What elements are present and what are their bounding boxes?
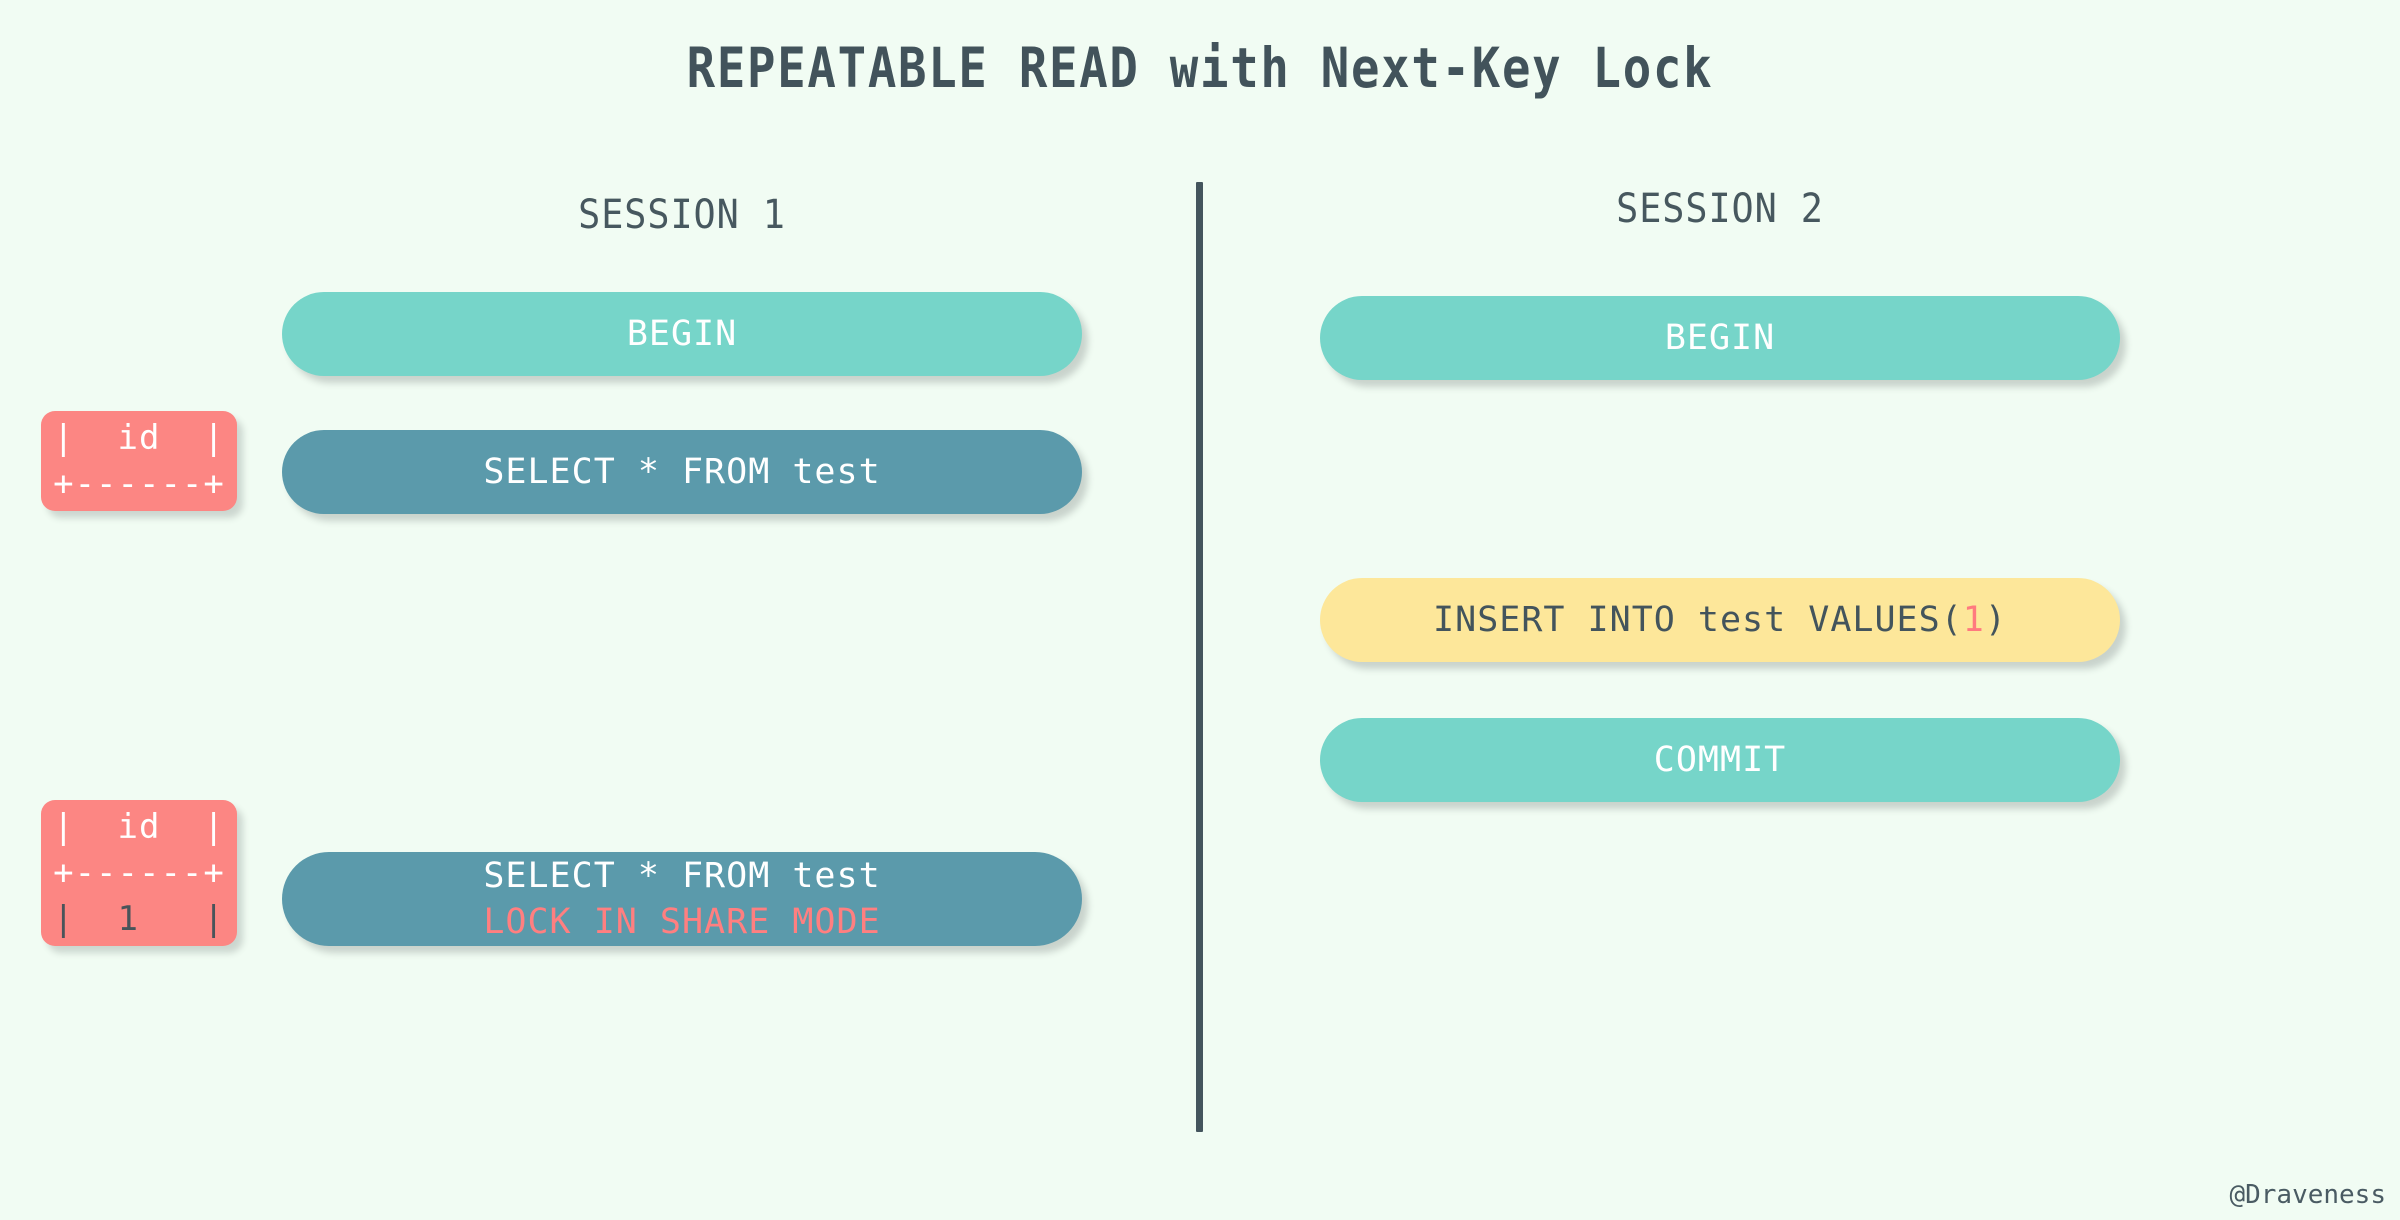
insert-value: 1 bbox=[1962, 600, 1985, 640]
statement-text: COMMIT bbox=[1653, 740, 1787, 780]
session-2-begin-statement[interactable]: BEGIN bbox=[1320, 296, 2120, 380]
result-row: | 1 | bbox=[53, 899, 225, 939]
result-row: +------+ bbox=[53, 464, 225, 504]
statement-text: SELECT * FROM test bbox=[483, 452, 881, 492]
session-1-select-statement[interactable]: SELECT * FROM test bbox=[282, 430, 1082, 514]
session-1-result-with-row: | id | +------+ | 1 | bbox=[41, 800, 237, 946]
statement-text: BEGIN bbox=[626, 314, 738, 354]
insert-suffix: ) bbox=[1984, 600, 2007, 640]
statement-text: INSERT INTO test VALUES(1) bbox=[1433, 597, 2007, 643]
result-row: | id | bbox=[53, 807, 225, 847]
result-row: | id | bbox=[53, 418, 225, 458]
author-watermark: @Draveness bbox=[2229, 1180, 2386, 1210]
page-title: REPEATABLE READ with Next-Key Lock bbox=[686, 36, 1714, 100]
statement-text-line1: SELECT * FROM test bbox=[483, 856, 881, 896]
session-2-commit-statement[interactable]: COMMIT bbox=[1320, 718, 2120, 802]
session-2-header: SESSION 2 bbox=[1616, 186, 1824, 232]
session-1-result-empty: | id | +------+ bbox=[41, 411, 237, 511]
session-divider bbox=[1196, 182, 1203, 1132]
statement-text: BEGIN bbox=[1664, 318, 1776, 358]
session-1-select-lock-statement[interactable]: SELECT * FROM test LOCK IN SHARE MODE bbox=[282, 852, 1082, 946]
insert-prefix: INSERT INTO test VALUES( bbox=[1433, 600, 1963, 640]
session-2-insert-statement[interactable]: INSERT INTO test VALUES(1) bbox=[1320, 578, 2120, 662]
statement-text-line2: LOCK IN SHARE MODE bbox=[483, 902, 881, 942]
result-row: +------+ bbox=[53, 853, 225, 893]
session-1-header: SESSION 1 bbox=[578, 192, 786, 238]
session-1-begin-statement[interactable]: BEGIN bbox=[282, 292, 1082, 376]
